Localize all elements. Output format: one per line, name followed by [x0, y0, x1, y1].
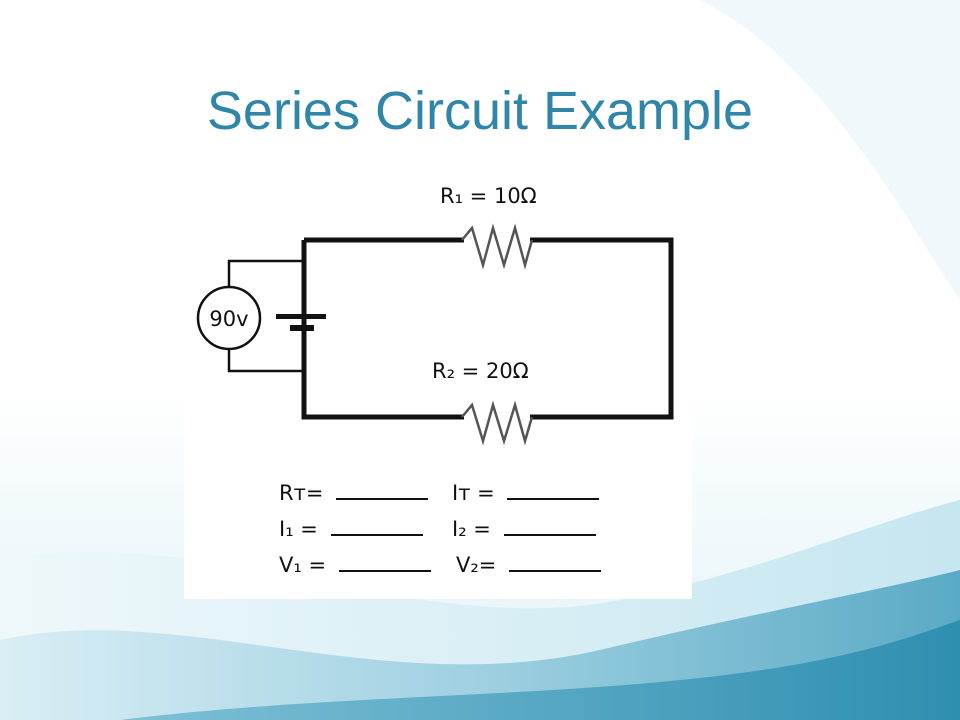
r2-label: R₂ = 20Ω — [432, 359, 529, 383]
worksheet-row: I₂ = — [452, 516, 596, 542]
i1-blank — [330, 516, 423, 536]
slide-title: Series Circuit Example — [206, 81, 754, 141]
worksheet-row: V₁ = — [279, 552, 431, 578]
it-blank — [507, 480, 600, 500]
voltmeter-circle — [196, 285, 262, 351]
worksheet-row: I₁ = — [279, 516, 423, 542]
resistor-r2 — [461, 400, 534, 446]
v1-blank — [338, 552, 431, 572]
voltmeter-label: 90v — [209, 307, 248, 331]
worksheet-row: Iᴛ = — [452, 480, 600, 506]
battery-long-plate — [276, 314, 326, 319]
voltmeter-leads — [227, 259, 304, 373]
worksheet-row: V₂= — [456, 552, 602, 578]
i1-label: I₁ = — [279, 517, 325, 541]
v1-label: V₁ = — [279, 553, 333, 577]
circuit-schematic: 90v — [196, 223, 674, 446]
i2-label: I₂ = — [452, 517, 498, 541]
rt-label: Rᴛ= — [279, 481, 331, 505]
wave-top-right — [700, 0, 960, 300]
it-label: Iᴛ = — [452, 481, 502, 505]
top-wire — [301, 237, 674, 420]
wave-front — [120, 620, 960, 720]
rt-blank — [336, 480, 429, 500]
circuit-diagram: 90v R₁ = 10Ω R₂ = 20Ω Rᴛ= Iᴛ = I₁ = I₂ =… — [184, 177, 692, 599]
i2-blank — [503, 516, 596, 536]
r1-label: R₁ = 10Ω — [440, 184, 537, 208]
battery-short-plate — [290, 325, 314, 331]
v2-label: V₂= — [456, 553, 504, 577]
worksheet-row: Rᴛ= — [279, 480, 429, 506]
resistor-r1 — [461, 223, 534, 270]
v2-blank — [509, 552, 602, 572]
